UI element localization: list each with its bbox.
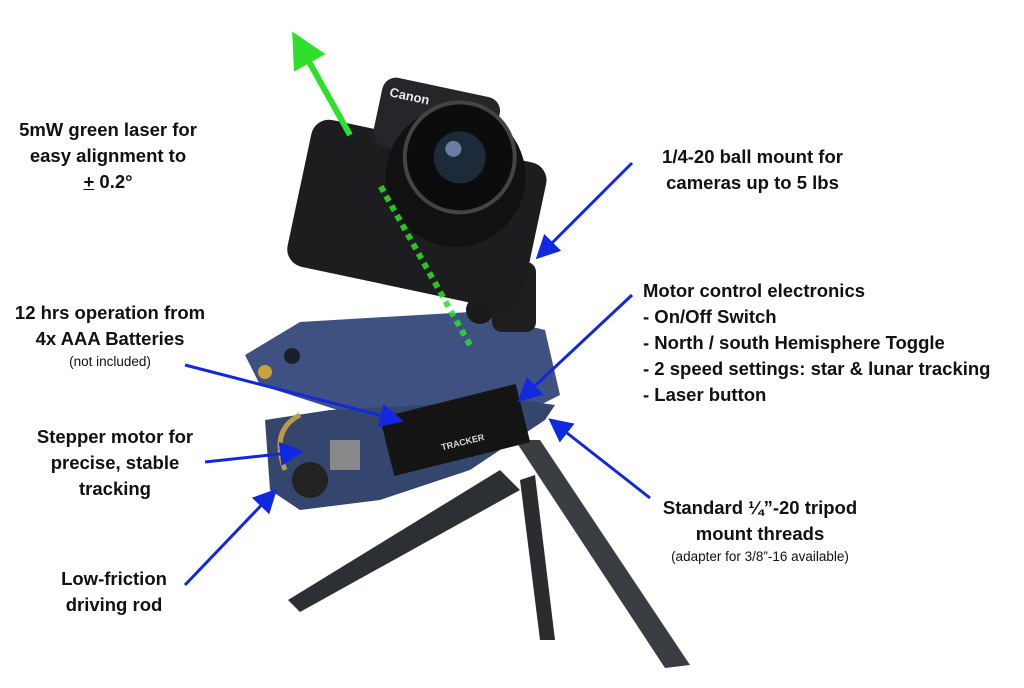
arrow-batteries (184, 363, 404, 428)
label-line: Low-friction (61, 568, 167, 589)
label-line: tracking (79, 478, 151, 499)
label-motor-control: Motor control electronics - On/Off Switc… (643, 278, 990, 408)
tripod-legs (288, 440, 690, 668)
camera: Canon (287, 77, 547, 310)
label-rod: Low-friction driving rod (0, 566, 228, 618)
control-board (379, 383, 531, 477)
label-laser: 5mW green laser for easy alignment to + … (0, 117, 216, 195)
label-line: easy alignment to (29, 145, 187, 166)
stepper-gear (292, 462, 328, 498)
feature-item: - On/Off Switch (643, 306, 777, 327)
label-line: mount threads (695, 523, 825, 544)
laser-beam-dashed (377, 183, 473, 347)
label-ball-mount: 1/4-20 ball mount for cameras up to 5 lb… (640, 144, 865, 196)
arrow-electronics (517, 293, 634, 403)
label-line: driving rod (65, 594, 163, 615)
label-line: 5mW green laser for (19, 119, 197, 140)
arrow-rod (183, 488, 278, 587)
tolerance-value: 0.2° (94, 171, 133, 192)
arrow-stepper (204, 441, 304, 466)
label-line: Standard ¼”-20 tripod (662, 497, 858, 518)
feature-item: - Laser button (643, 384, 767, 405)
label-line: precise, stable (50, 452, 180, 473)
label-note: (not included) (69, 354, 151, 369)
label-stepper: Stepper motor for precise, stable tracki… (0, 424, 230, 502)
label-batteries: 12 hrs operation from 4x AAA Batteries (… (0, 300, 220, 372)
tracker-base: TRACKER (245, 312, 560, 510)
label-line: cameras up to 5 lbs (666, 172, 839, 193)
laser-arrow (292, 31, 353, 137)
feature-item: - North / south Hemisphere Toggle (643, 332, 945, 353)
callout-arrows (183, 161, 651, 587)
label-line: 1/4-20 ball mount for (662, 146, 843, 167)
arrow-tripod-mount (548, 418, 651, 500)
label-line: 12 hrs operation from (14, 302, 206, 323)
feature-item: - 2 speed settings: star & lunar trackin… (643, 358, 991, 379)
label-note: (adapter for 3/8”-16 available) (671, 549, 849, 564)
label-title: Motor control electronics (643, 280, 866, 301)
arrow-ball-mount (535, 161, 634, 260)
label-tolerance: + 0.2° (0, 169, 216, 195)
label-line: Stepper motor for (36, 426, 194, 447)
label-tripod-mount: Standard ¼”-20 tripod mount threads (ada… (645, 495, 875, 567)
plus-minus: + (83, 171, 95, 192)
label-line: 4x AAA Batteries (35, 328, 185, 349)
